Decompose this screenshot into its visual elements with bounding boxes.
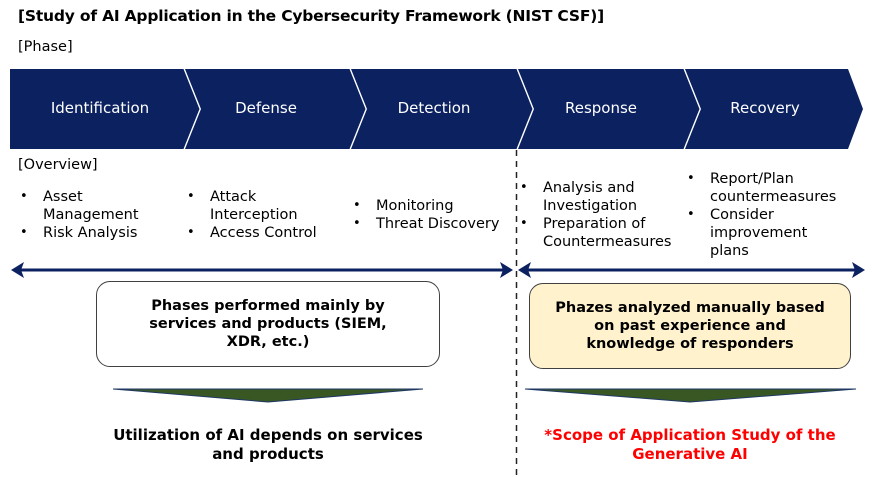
list-item: Risk Analysis: [18, 224, 158, 242]
chevron-divider: [683, 68, 701, 150]
list-item: Access Control: [185, 224, 330, 242]
left-group-box: Phases performed mainly by services and …: [96, 281, 440, 367]
right-span-arrow: [518, 262, 865, 278]
overview-list-defense: Attack Interception Access Control: [185, 188, 330, 242]
list-item: Threat Discovery: [351, 215, 516, 233]
list-item: Attack Interception: [185, 188, 330, 224]
overview-list-recovery: Report/Plan countermeasures Consider imp…: [685, 170, 845, 260]
left-group-box-text: Phases performed mainly by services and …: [149, 298, 387, 350]
overview-list-response: Analysis and Investigation Preparation o…: [518, 179, 678, 251]
chevron-response: [518, 69, 700, 149]
right-group-box-text: Phazes analyzed manually based on past e…: [555, 300, 825, 352]
chevron-recovery: [685, 69, 863, 149]
list-item: Analysis and Investigation: [518, 179, 678, 215]
phase-name-detection: Detection: [397, 99, 471, 117]
phase-section-label: [Phase]: [18, 39, 73, 55]
arrowhead-left: [11, 262, 24, 278]
left-conclusion: Utilization of AI depends on services an…: [113, 426, 423, 463]
list-item: Preparation of Countermeasures: [518, 215, 678, 251]
chevron-detection: [351, 69, 533, 149]
phase-name-response: Response: [564, 99, 638, 117]
left-span-arrow: [11, 262, 513, 278]
arrowhead-right: [500, 262, 513, 278]
right-down-triangle: [524, 388, 857, 403]
chevron-divider: [349, 68, 367, 150]
phase-name-defense: Defense: [235, 99, 297, 117]
list-item: Monitoring: [351, 197, 516, 215]
right-conclusion-scope: *Scope of Application Study of the Gener…: [544, 426, 836, 463]
right-group-box: Phazes analyzed manually based on past e…: [529, 283, 851, 369]
arrowhead-right: [852, 262, 865, 278]
overview-list-identification: Asset Management Risk Analysis: [18, 188, 158, 242]
overview-list-detection: Monitoring Threat Discovery: [351, 197, 516, 233]
chevron-divider: [183, 68, 201, 150]
diagram-title: [Study of AI Application in the Cybersec…: [18, 7, 604, 25]
chevron-defense: [185, 69, 366, 149]
list-item: Consider improvement plans: [685, 206, 845, 260]
phase-chevron-bar: [10, 68, 863, 150]
list-item: Report/Plan countermeasures: [685, 170, 845, 206]
overview-section-label: [Overview]: [18, 157, 98, 173]
chevron-divider: [516, 68, 534, 150]
phase-name-identification: Identification: [50, 99, 150, 117]
list-item: Asset Management: [18, 188, 158, 224]
phase-name-recovery: Recovery: [730, 99, 800, 117]
arrowhead-left: [518, 262, 531, 278]
left-down-triangle: [112, 388, 424, 403]
chevron-identification: [10, 69, 200, 149]
